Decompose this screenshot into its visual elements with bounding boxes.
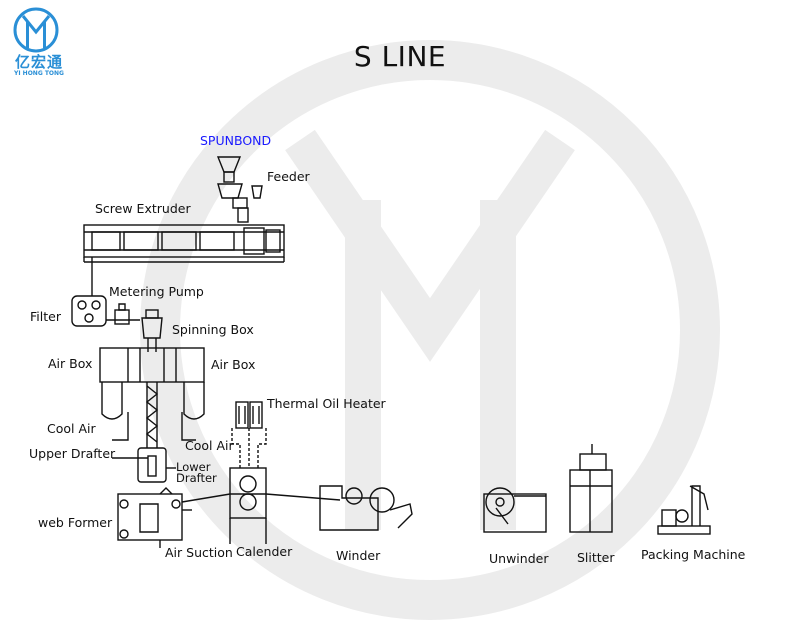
label-air-suction: Air Suction [165, 545, 233, 560]
metering-pump [106, 303, 140, 325]
diagram-title: S LINE [353, 40, 447, 73]
label-winder: Winder [336, 548, 381, 563]
label-spinning-box: Spinning Box [172, 322, 254, 337]
label-screw-extruder: Screw Extruder [95, 201, 191, 216]
label-web-former: web Former [38, 515, 113, 530]
label-cool-air-right: Cool Air [185, 438, 234, 453]
label-lower-drafter-line1: Lower [176, 460, 211, 474]
unwinder-machine [483, 487, 547, 533]
label-air-box-left: Air Box [48, 356, 93, 371]
drafter-channel [137, 382, 167, 483]
label-spunbond: SPUNBOND [200, 133, 272, 148]
packing-machine [657, 485, 711, 535]
air-boxes [99, 347, 205, 420]
logo-english-text: YI HONG TONG [14, 70, 64, 77]
slitter-machine [569, 444, 613, 533]
label-packing-machine: Packing Machine [641, 547, 746, 562]
calender-machine [229, 467, 267, 544]
label-unwinder: Unwinder [489, 551, 549, 566]
label-upper-drafter: Upper Drafter [29, 446, 116, 461]
web-former-machine [117, 487, 192, 548]
logo-chinese-text: 亿宏通 [14, 53, 63, 71]
label-feeder: Feeder [267, 169, 310, 184]
label-cool-air-left: Cool Air [47, 421, 96, 436]
winder-machine [319, 485, 413, 531]
label-thermal-oil-heater: Thermal Oil Heater [267, 396, 386, 411]
label-air-box-right: Air Box [211, 357, 256, 372]
filter-unit [71, 295, 107, 327]
label-slitter: Slitter [577, 550, 615, 565]
label-lower-drafter-line2: Drafter [176, 471, 217, 485]
spinning-box [141, 309, 163, 352]
label-metering-pump: Metering Pump [109, 284, 204, 299]
label-filter: Filter [30, 309, 61, 324]
company-logo [13, 7, 59, 53]
screw-extruder [83, 224, 285, 263]
feeder-hopper [216, 156, 263, 223]
label-calender: Calender [236, 544, 293, 559]
thermal-oil-heater [231, 401, 267, 468]
